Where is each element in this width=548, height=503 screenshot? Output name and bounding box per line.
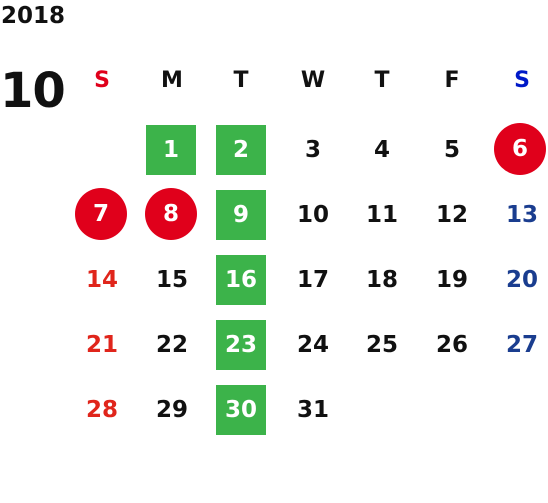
day-11[interactable]: 11 (365, 202, 398, 228)
day-2[interactable]: 2 (216, 125, 266, 175)
day-25[interactable]: 25 (365, 332, 398, 358)
day-8[interactable]: 8 (145, 188, 197, 240)
day-18[interactable]: 18 (365, 267, 398, 293)
day-22[interactable]: 22 (155, 332, 188, 358)
day-19[interactable]: 19 (435, 267, 468, 293)
day-20[interactable]: 20 (505, 267, 538, 293)
weekday-tuesday: T (233, 68, 249, 93)
day-4[interactable]: 4 (373, 137, 390, 163)
day-21[interactable]: 21 (85, 332, 118, 358)
day-6[interactable]: 6 (494, 123, 546, 175)
day-3[interactable]: 3 (304, 137, 321, 163)
day-7[interactable]: 7 (75, 188, 127, 240)
day-26[interactable]: 26 (435, 332, 468, 358)
day-17[interactable]: 17 (296, 267, 329, 293)
day-31[interactable]: 31 (296, 397, 329, 423)
day-28[interactable]: 28 (85, 397, 118, 423)
day-30[interactable]: 30 (216, 385, 266, 435)
calendar-month: 10 (0, 63, 66, 119)
day-27[interactable]: 27 (505, 332, 538, 358)
day-13[interactable]: 13 (505, 202, 538, 228)
day-10[interactable]: 10 (296, 202, 329, 228)
day-14[interactable]: 14 (85, 267, 118, 293)
day-23[interactable]: 23 (216, 320, 266, 370)
weekday-friday: F (444, 68, 460, 93)
day-1[interactable]: 1 (146, 125, 196, 175)
day-24[interactable]: 24 (296, 332, 329, 358)
weekday-saturday: S (514, 68, 530, 93)
day-16[interactable]: 16 (216, 255, 266, 305)
calendar-year: 2018 (1, 3, 66, 29)
day-9[interactable]: 9 (216, 190, 266, 240)
day-29[interactable]: 29 (155, 397, 188, 423)
weekday-wednesday: W (300, 68, 326, 93)
weekday-monday: M (161, 68, 183, 93)
day-15[interactable]: 15 (155, 267, 188, 293)
day-5[interactable]: 5 (443, 137, 460, 163)
weekday-sunday: S (94, 68, 110, 93)
weekday-thursday: T (374, 68, 390, 93)
day-12[interactable]: 12 (435, 202, 468, 228)
